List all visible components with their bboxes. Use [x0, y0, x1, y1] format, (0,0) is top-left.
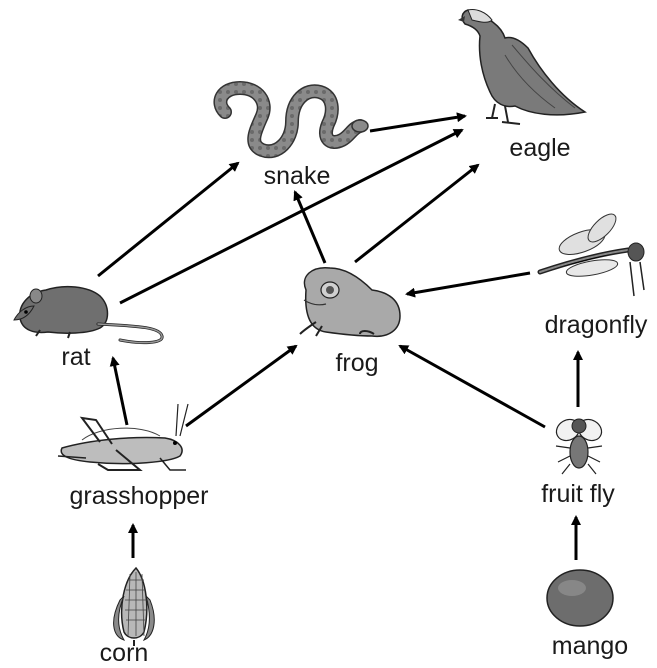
frog-icon [299, 267, 401, 338]
label-frog: frog [335, 349, 379, 377]
arrow-snake-to-eagle [369, 112, 467, 133]
arrow-rat-to-eagle [119, 128, 464, 305]
arrow-dragonfly-to-frog [405, 271, 531, 298]
rat-icon [13, 285, 164, 345]
fruit-fly-icon [555, 418, 603, 475]
arrow-frog-to-eagle [354, 163, 480, 264]
snake-icon [213, 80, 369, 159]
label-dragonfly: dragonfly [544, 311, 648, 339]
label-fruit-fly: fruit fly [541, 480, 615, 508]
eagle-icon [458, 9, 587, 125]
label-corn: corn [99, 639, 149, 667]
corn-icon [113, 566, 155, 646]
label-eagle: eagle [509, 134, 571, 162]
label-grasshopper: grasshopper [69, 482, 209, 510]
arrow-fruitfly-to-frog [398, 344, 546, 429]
arrow-rat-to-snake [97, 161, 240, 278]
label-rat: rat [61, 343, 91, 371]
arrow-grasshopper-to-rat [109, 356, 129, 426]
label-snake: snake [263, 162, 331, 190]
grasshopper-icon [57, 403, 189, 471]
arrow-frog-to-snake [293, 190, 327, 264]
arrow-grasshopper-to-frog [185, 344, 298, 428]
label-mango: mango [551, 632, 629, 660]
dragonfly-icon [537, 213, 645, 297]
mango-icon [546, 569, 614, 627]
arrows-layer [97, 112, 583, 560]
